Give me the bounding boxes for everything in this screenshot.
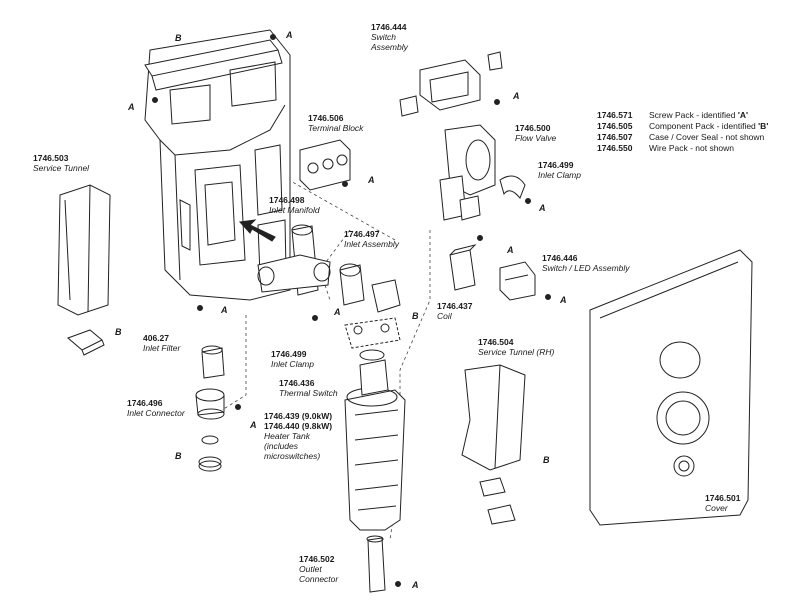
legend-text: Component Pack - identified xyxy=(649,121,759,131)
cover-part xyxy=(589,249,753,526)
insert-direction-arrow xyxy=(238,219,276,242)
back-case xyxy=(144,29,291,301)
inlet-clamp-right-part xyxy=(499,175,526,199)
marker-b: B xyxy=(115,327,122,337)
inlet-filter-part xyxy=(201,345,225,379)
legend-text: Wire Pack - not shown xyxy=(649,143,735,153)
marker-a: A xyxy=(507,245,514,255)
legend-identifier: 'A' xyxy=(737,110,749,120)
flow-valve-part xyxy=(439,124,496,221)
switch-assembly-part xyxy=(399,51,503,117)
legend-code: 1746.505 xyxy=(597,121,633,131)
label-heater-tank: 1746.439 (9.0kW)1746.440 (9.8kW)Heater T… xyxy=(264,411,333,461)
legend-identifier: 'B' xyxy=(758,121,769,131)
marker-b: B xyxy=(175,451,182,461)
marker-a: A xyxy=(412,580,419,590)
legend-row: 1746.571 Screw Pack - identified 'A' xyxy=(597,110,768,121)
legend-row: 1746.507 Case / Cover Seal - not shown xyxy=(597,132,768,143)
bracket-part xyxy=(67,329,105,356)
marker-b: B xyxy=(175,33,182,43)
marker-a: A xyxy=(128,102,135,112)
legend-text: Screw Pack - identified xyxy=(649,110,738,120)
switch-led-assembly-part xyxy=(499,261,536,301)
legend-code: 1746.571 xyxy=(597,110,633,120)
screw-markers xyxy=(152,34,551,587)
marker-b: B xyxy=(412,311,419,321)
top-rail-part xyxy=(144,39,283,91)
heater-tank-part xyxy=(344,359,406,531)
marker-a: A xyxy=(539,203,546,213)
bracket-b-part xyxy=(479,477,516,525)
terminal-block-part xyxy=(299,139,351,191)
service-tunnel-part xyxy=(57,184,111,316)
inlet-assembly-part xyxy=(339,263,401,313)
legend-code: 1746.550 xyxy=(597,143,633,153)
legend-text: Case / Cover Seal - not shown xyxy=(649,132,765,142)
legend-row: 1746.505 Component Pack - identified 'B' xyxy=(597,121,768,132)
marker-a: A xyxy=(250,420,257,430)
marker-a: A xyxy=(513,91,520,101)
parts-legend: 1746.571 Screw Pack - identified 'A' 1746… xyxy=(597,110,768,154)
legend-code: 1746.507 xyxy=(597,132,633,142)
marker-a: A xyxy=(286,30,293,40)
marker-a: A xyxy=(560,295,567,305)
inlet-manifold-part xyxy=(257,224,331,296)
marker-b: B xyxy=(543,455,550,465)
marker-a: A xyxy=(334,307,341,317)
marker-a: A xyxy=(368,175,375,185)
coil-part xyxy=(449,244,477,291)
legend-row: 1746.550 Wire Pack - not shown xyxy=(597,143,768,154)
inlet-connector-part xyxy=(195,388,225,420)
thermal-switch-part xyxy=(344,317,401,361)
service-tunnel-rh-part xyxy=(461,364,526,471)
marker-a: A xyxy=(221,305,228,315)
seal-washers-part xyxy=(198,435,222,472)
outlet-connector-part xyxy=(366,535,386,593)
